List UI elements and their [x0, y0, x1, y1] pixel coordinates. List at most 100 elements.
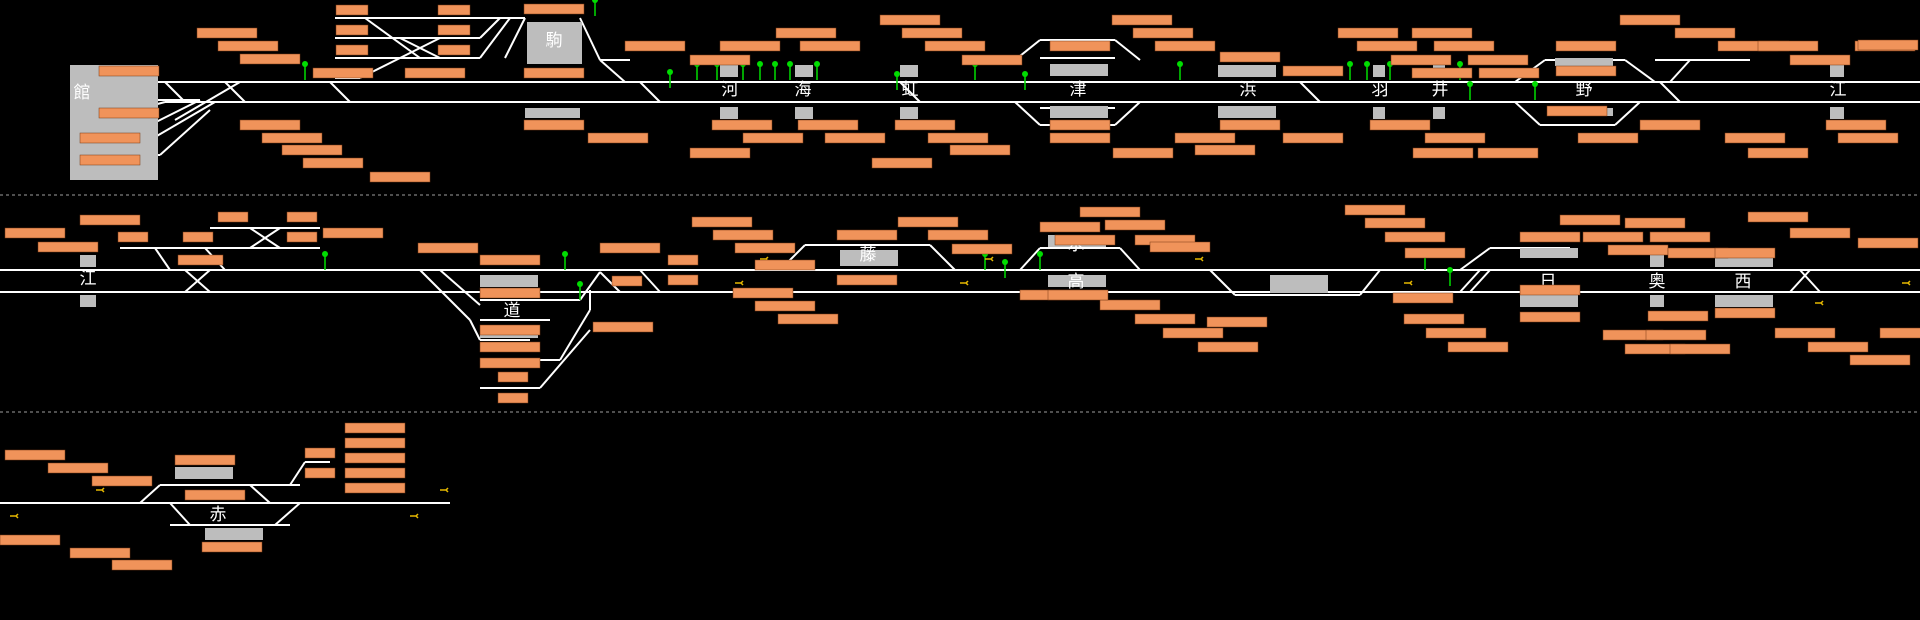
- platform: [1830, 65, 1844, 77]
- train-label-box: [775, 27, 837, 39]
- train-label-box: [1669, 343, 1731, 355]
- signal-lamp-icon: [577, 281, 583, 287]
- train-label-box: [1411, 27, 1473, 39]
- train-label-box: [1337, 27, 1399, 39]
- platform: [525, 108, 580, 118]
- train-label-box: [1774, 327, 1836, 339]
- station-name: 奥: [1649, 272, 1666, 292]
- direction-arrow-layer: [10, 256, 1911, 519]
- track-segment: [1469, 269, 1491, 293]
- platform: [900, 107, 918, 119]
- direction-arrow-icon: [440, 487, 449, 493]
- train-label-box: [1079, 206, 1141, 218]
- train-label-box: [689, 54, 751, 66]
- train-label-box: [894, 119, 956, 131]
- track-segment: [289, 461, 306, 486]
- train-label-box: [344, 422, 406, 434]
- station-name: 赤: [210, 505, 227, 525]
- train-label-box: [369, 171, 431, 183]
- train-label-box: [799, 40, 861, 52]
- train-label-box: [497, 371, 529, 383]
- platform: [795, 65, 813, 77]
- train-label-box: [479, 341, 541, 353]
- train-label-box: [217, 40, 279, 52]
- train-label-box: [1747, 211, 1809, 223]
- station-name: 羽: [1372, 80, 1389, 100]
- direction-arrow-icon: [985, 256, 994, 262]
- train-label-box: [523, 67, 585, 79]
- direction-arrow-icon: [410, 513, 419, 519]
- platform: [720, 65, 738, 77]
- train-label-layer[interactable]: [0, 3, 1920, 571]
- train-label-box: [1219, 119, 1281, 131]
- platform: [795, 107, 813, 119]
- station-name-layer: 館駒河海虹津浜羽井野江江道藤水高日奥西赤: [74, 31, 1847, 525]
- train-label-box: [37, 241, 99, 253]
- train-label-box: [1412, 147, 1474, 159]
- signal-lamp-icon: [302, 61, 308, 67]
- track-segment: [329, 81, 351, 103]
- track-segment: [139, 484, 161, 504]
- signal-lamp-icon: [562, 251, 568, 257]
- train-label-box: [404, 67, 466, 79]
- signal-lamp-icon: [1002, 259, 1008, 265]
- train-label-box: [182, 231, 214, 243]
- track-segment: [1799, 269, 1821, 293]
- train-label-box: [1194, 144, 1256, 156]
- train-label-box: [79, 132, 141, 144]
- train-label-box: [1849, 354, 1911, 366]
- train-label-box: [1049, 119, 1111, 131]
- train-label-box: [196, 27, 258, 39]
- track-segment: [1114, 101, 1141, 126]
- train-label-box: [304, 447, 336, 459]
- platform: [1520, 248, 1578, 258]
- train-label-box: [312, 67, 374, 79]
- train-label-box: [1049, 132, 1111, 144]
- train-label-box: [1174, 132, 1236, 144]
- train-label-box: [1424, 132, 1486, 144]
- train-label-box: [1356, 40, 1418, 52]
- train-label-box: [1104, 219, 1166, 231]
- train-label-box: [1607, 244, 1669, 256]
- train-label-box: [1404, 247, 1466, 259]
- train-label-box: [754, 300, 816, 312]
- train-label-box: [1111, 14, 1173, 26]
- train-label-box: [239, 53, 301, 65]
- train-label-box: [69, 547, 131, 559]
- train-label-box: [732, 287, 794, 299]
- train-label-box: [0, 534, 61, 546]
- platform: [205, 528, 263, 540]
- train-label-box: [335, 24, 369, 36]
- platform: [1650, 255, 1664, 267]
- train-label-box: [742, 132, 804, 144]
- train-label-box: [1467, 54, 1529, 66]
- train-label-box: [777, 313, 839, 325]
- track-segment: [224, 81, 246, 103]
- signal-lamp-icon: [1447, 267, 1453, 273]
- track-segment: [174, 81, 241, 121]
- train-label-box: [1154, 40, 1216, 52]
- track-segment: [1459, 269, 1481, 293]
- train-label-box: [1649, 231, 1711, 243]
- direction-arrow-icon: [735, 280, 744, 286]
- direction-arrow-icon: [1815, 300, 1824, 306]
- track-segment: [539, 329, 591, 389]
- track-segment: [504, 17, 526, 59]
- train-label-box: [667, 274, 699, 286]
- train-label-box: [523, 119, 585, 131]
- train-label-box: [1639, 119, 1701, 131]
- train-label-box: [1364, 217, 1426, 229]
- signal-lamp-icon: [667, 69, 673, 75]
- signal-lamp-icon: [1022, 71, 1028, 77]
- train-label-box: [344, 452, 406, 464]
- track-segment: [469, 319, 481, 341]
- train-label-box: [879, 14, 941, 26]
- track-segment: [364, 17, 421, 59]
- signal-lamp-icon: [757, 61, 763, 67]
- platform: [1050, 106, 1108, 118]
- platform: [1373, 107, 1385, 119]
- platform: [480, 275, 538, 287]
- platform: [1048, 275, 1106, 287]
